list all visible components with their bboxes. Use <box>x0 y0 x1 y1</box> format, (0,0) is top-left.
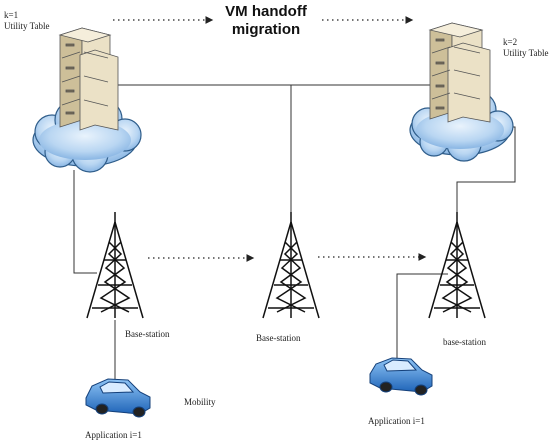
utility-table-label: Utility Table <box>503 48 549 58</box>
migration-arrows <box>113 16 427 262</box>
title-line-1: VM handoff <box>225 3 307 20</box>
cloud-k-label: k=1 <box>4 10 19 20</box>
vehicle-label: Application i=1 <box>85 430 142 440</box>
vehicle2-to-tower3-link <box>396 273 448 366</box>
server-rack-icon <box>58 27 119 131</box>
station-label: Base-station <box>125 329 170 339</box>
tower-2 <box>262 212 320 319</box>
mobility-label: Mobility <box>184 397 216 407</box>
vehicle-1 <box>85 378 151 418</box>
tower-1 <box>86 212 144 319</box>
cloud-k-label: k=2 <box>503 37 518 47</box>
vehicle-label: Application i=1 <box>368 416 425 426</box>
title-line-2: migration <box>231 21 301 38</box>
car-icon <box>85 378 151 418</box>
station-label: Base-station <box>256 333 301 343</box>
cloud1-to-tower1-link <box>73 170 97 274</box>
server-rack-icon <box>428 22 491 123</box>
cloud-1-labels: k=1 Utility Table <box>4 10 49 32</box>
cloud-2 <box>409 22 514 162</box>
tower-icon <box>86 212 144 319</box>
station-label: base-station <box>443 337 486 347</box>
cloud-1 <box>32 27 142 173</box>
tower-icon <box>428 212 486 319</box>
vehicle-2 <box>369 357 433 396</box>
car-icon <box>369 357 433 396</box>
tower-3 <box>428 212 486 319</box>
utility-table-label: Utility Table <box>4 21 50 31</box>
tower-icon <box>262 212 320 319</box>
cloud-2-labels: k=2 Utility Table <box>503 37 548 59</box>
diagram-title: VM handoff migration <box>212 3 320 39</box>
